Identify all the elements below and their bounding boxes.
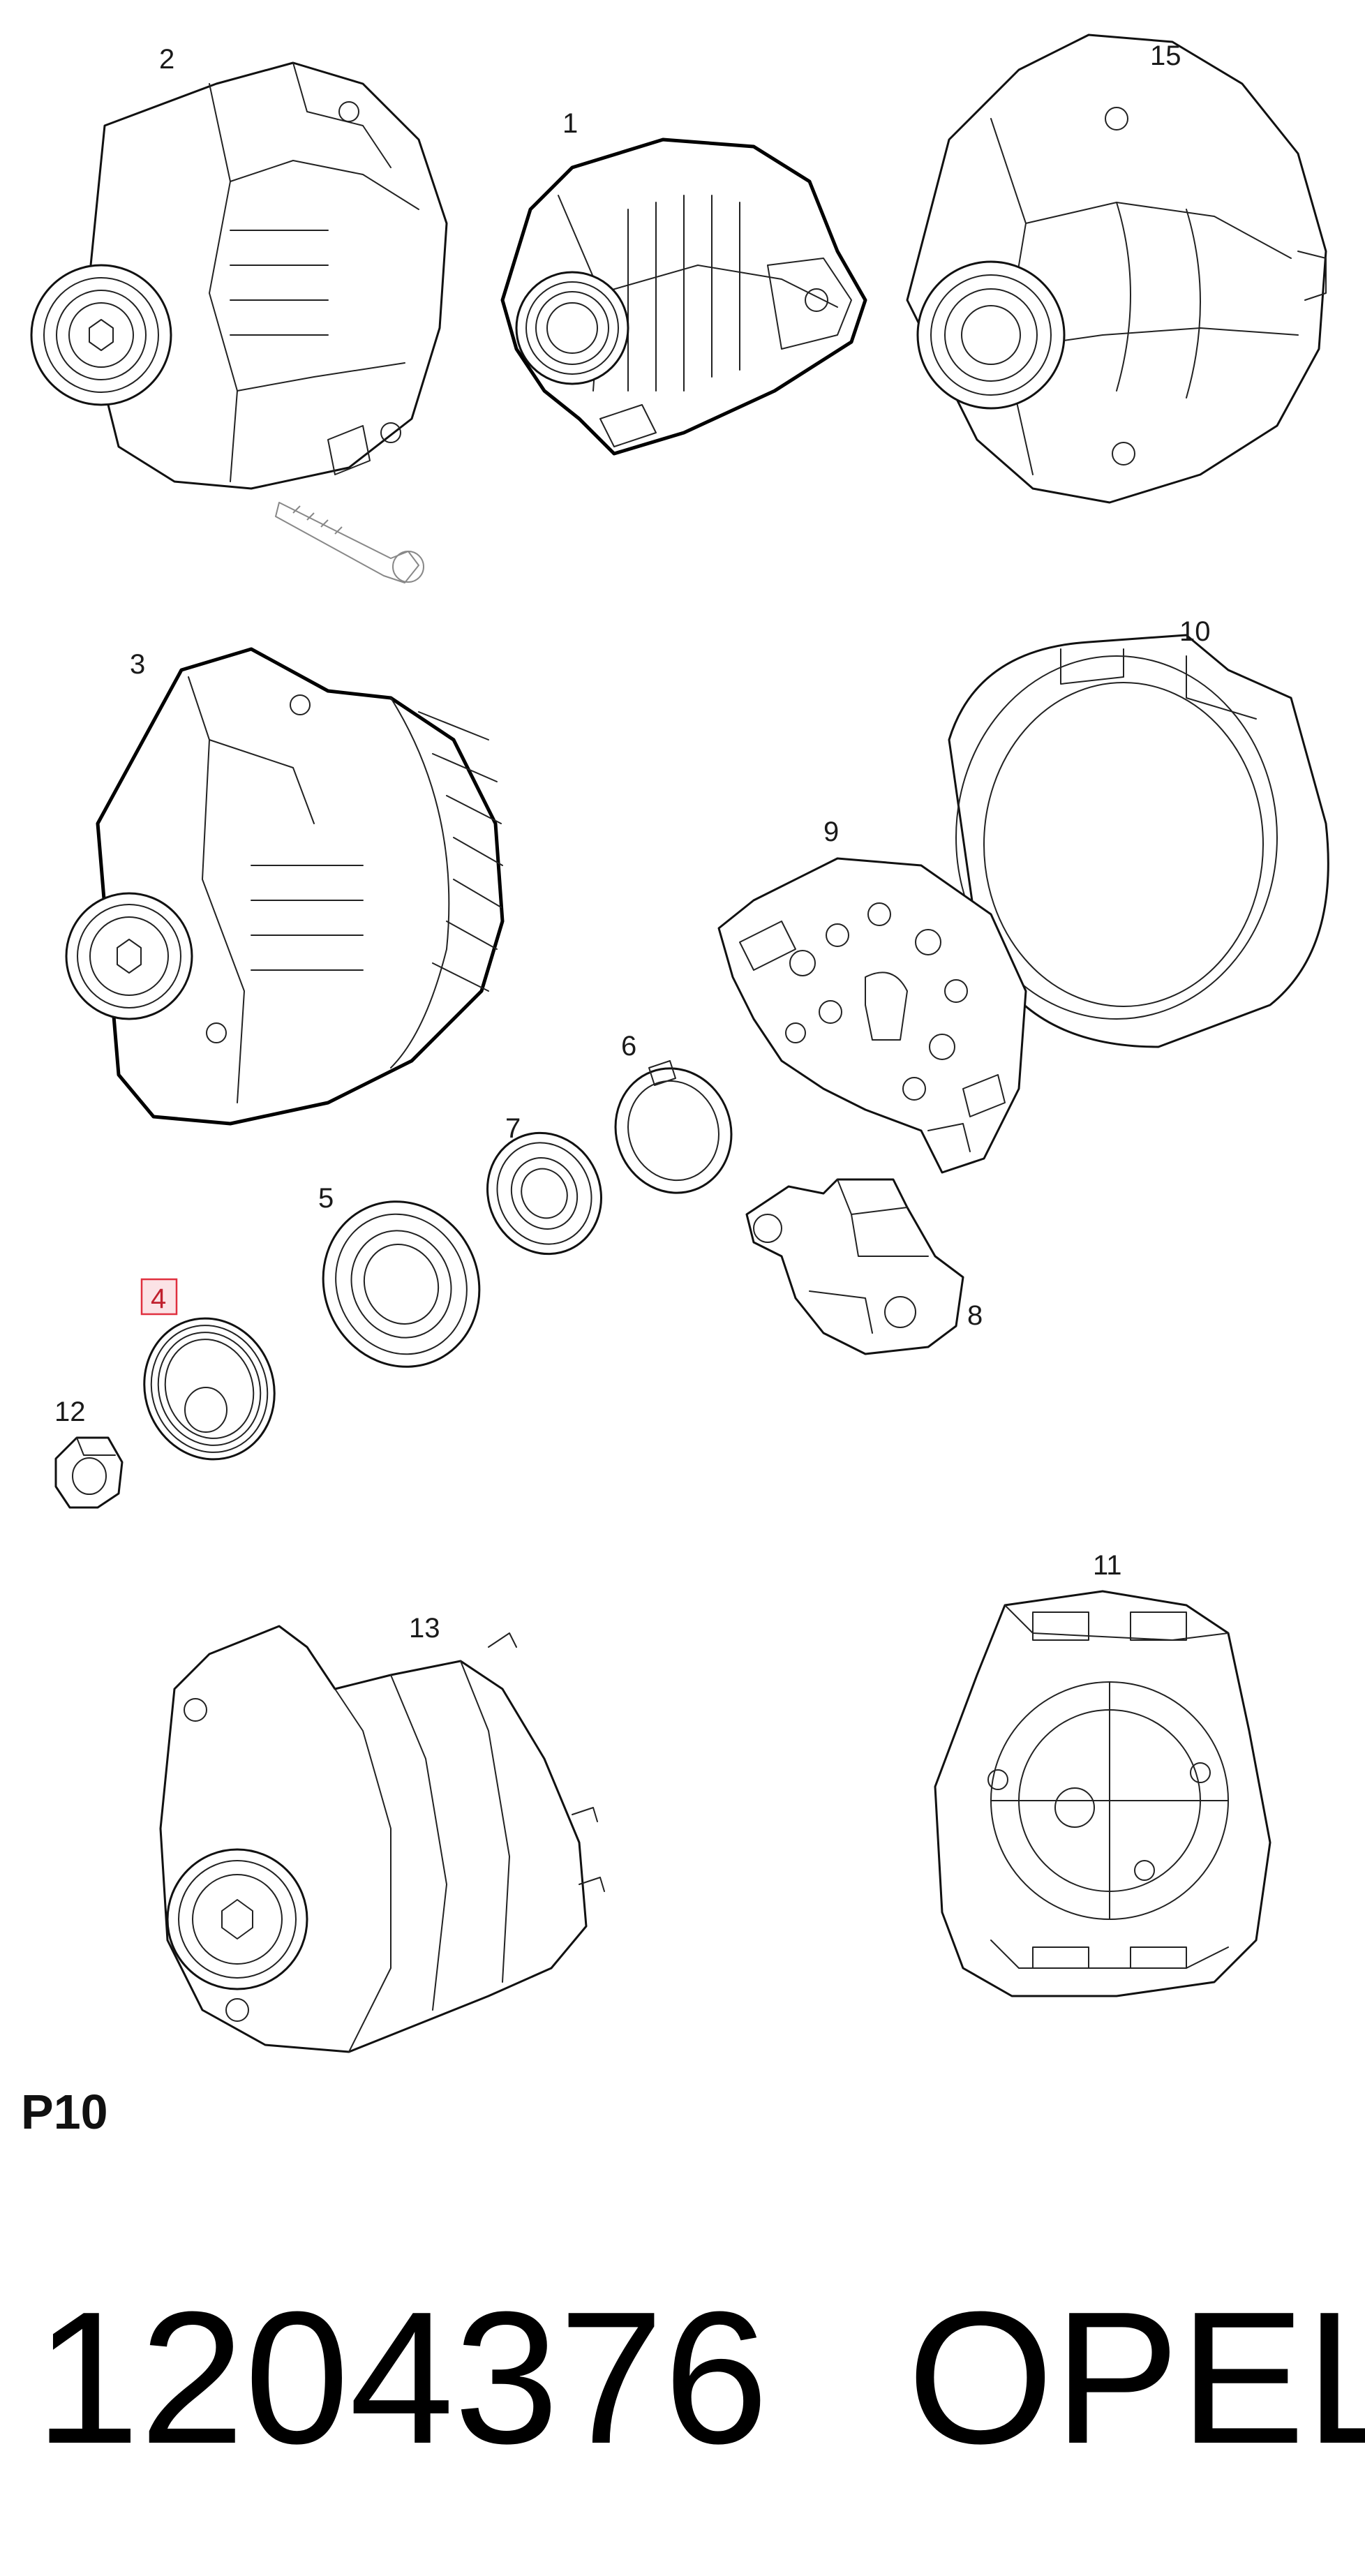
callout-7: 7 <box>505 1113 521 1144</box>
callout-13: 13 <box>409 1613 440 1644</box>
sheet-label: P10 <box>21 2085 108 2139</box>
part-12-nut[interactable] <box>54 1436 124 1509</box>
part-11-alternator[interactable] <box>934 1590 1271 1997</box>
part-3-alternator[interactable] <box>65 647 505 1126</box>
callout-3: 3 <box>130 649 145 680</box>
part-number: 1204376 <box>35 2273 768 2483</box>
callout-6: 6 <box>621 1031 636 1062</box>
callout-15: 15 <box>1150 40 1181 71</box>
part-2-alternator[interactable] <box>30 61 448 583</box>
callout-1: 1 <box>562 108 578 139</box>
callout-2: 2 <box>159 44 174 75</box>
part-4-pulley[interactable] <box>125 1300 294 1478</box>
part-5-bearing[interactable] <box>297 1176 507 1392</box>
callout-4: 4 <box>151 1283 166 1314</box>
part-8-regulator[interactable] <box>745 1178 964 1355</box>
part-15-alternator[interactable] <box>906 33 1327 504</box>
callout-9: 9 <box>823 817 839 847</box>
brand-name: OPEL <box>907 2273 1365 2483</box>
callout-5: 5 <box>318 1183 334 1214</box>
part-7-bearing[interactable] <box>468 1114 620 1272</box>
part-9-rectifier-plate[interactable] <box>717 857 1027 1174</box>
part-1-alternator[interactable] <box>500 137 867 456</box>
callout-12: 12 <box>54 1397 86 1427</box>
part-10-ring-housing[interactable] <box>948 634 1329 1048</box>
callout-4-highlight[interactable]: 4 <box>140 1278 178 1316</box>
callout-10: 10 <box>1179 616 1211 647</box>
callout-8: 8 <box>967 1300 983 1331</box>
part-6-ring[interactable] <box>598 1052 749 1209</box>
callout-11: 11 <box>1093 1550 1122 1581</box>
part-13-alternator[interactable] <box>159 1625 605 2053</box>
